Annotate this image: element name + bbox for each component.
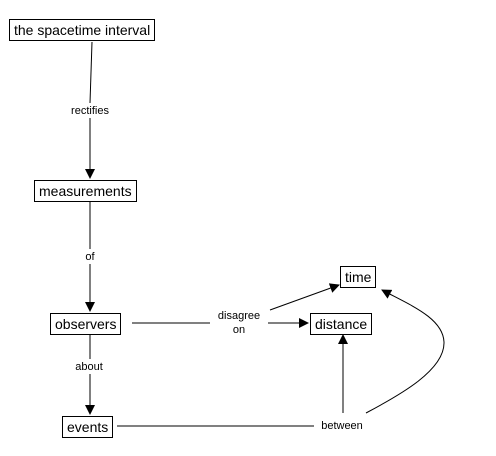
connector-disagree-to-time	[269, 283, 340, 311]
connector-between-to-time	[365, 289, 445, 414]
connector-interval-to-rectifies	[89, 41, 93, 104]
node-spacetime-interval: the spacetime interval	[9, 19, 156, 41]
link-label-of: of	[85, 250, 95, 264]
node-time: time	[340, 266, 377, 288]
node-measurements: measurements	[34, 180, 137, 202]
link-label-rectifies: rectifies	[71, 104, 109, 118]
node-observers: observers	[50, 313, 122, 335]
link-label-disagree-line2: on	[232, 324, 246, 336]
link-label-between: between	[321, 419, 363, 433]
node-distance: distance	[310, 313, 373, 335]
node-events: events	[62, 416, 114, 438]
link-label-disagree-on: disagree on	[217, 309, 261, 337]
link-label-disagree-line1: disagree	[217, 310, 261, 322]
link-label-about: about	[75, 360, 103, 374]
